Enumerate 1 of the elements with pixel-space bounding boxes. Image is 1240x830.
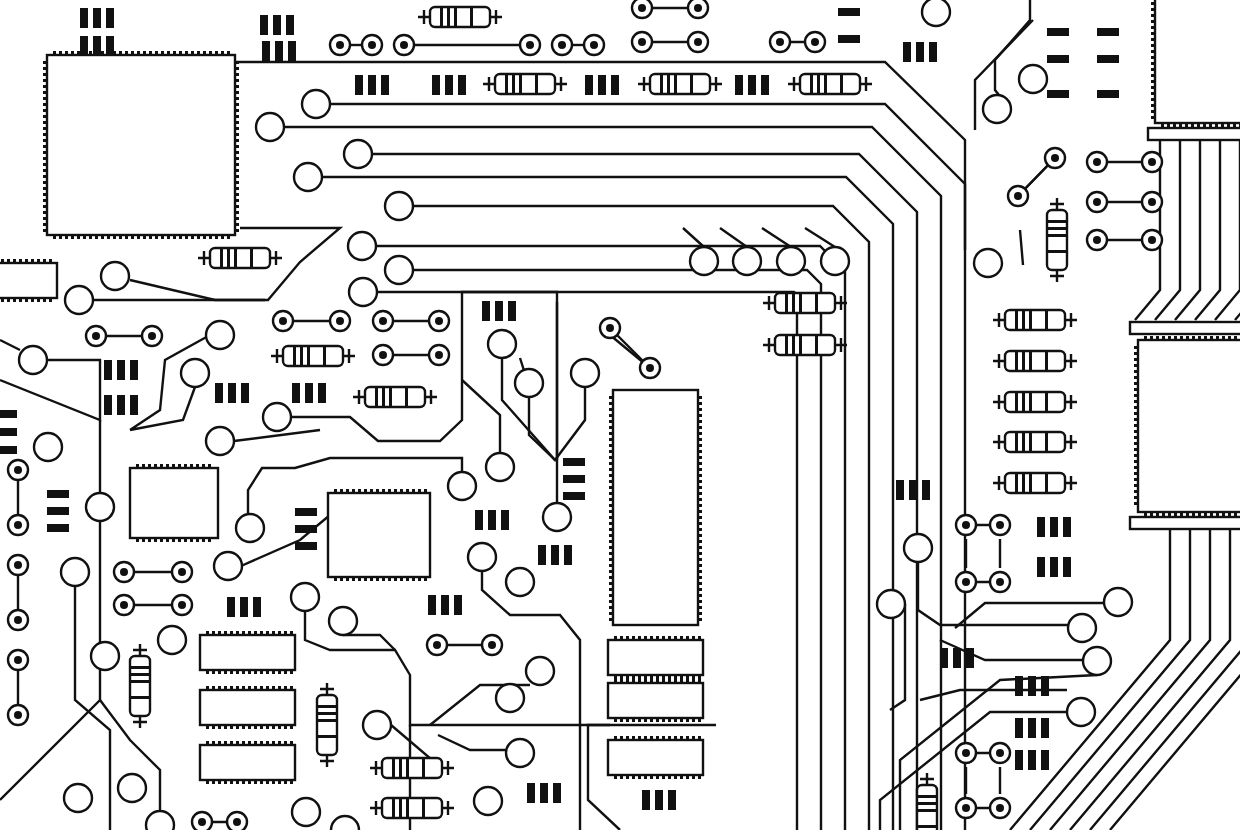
circuit-board-drawing	[0, 0, 1240, 830]
